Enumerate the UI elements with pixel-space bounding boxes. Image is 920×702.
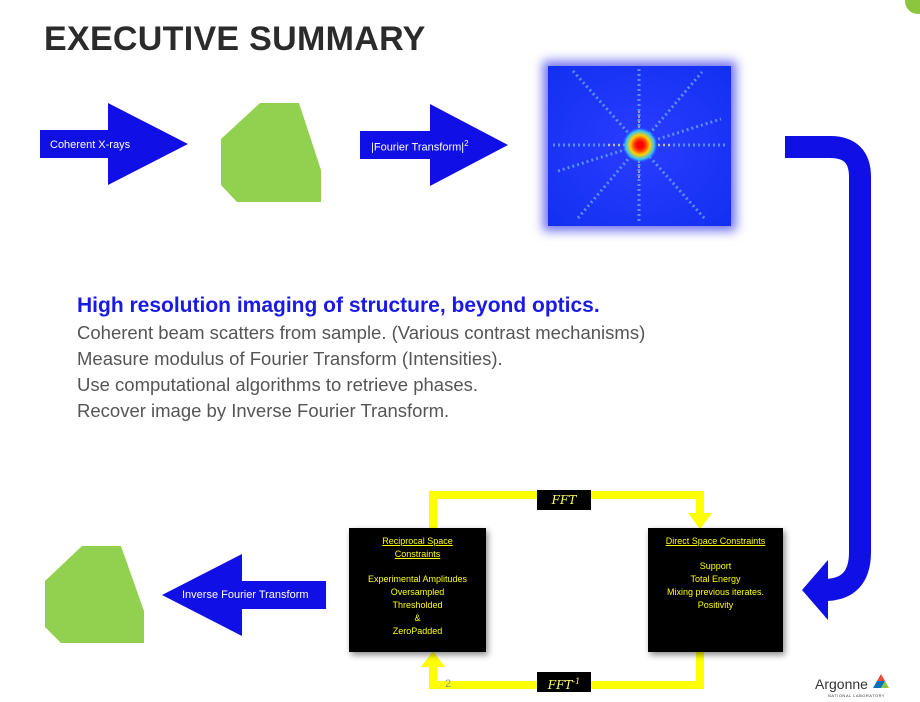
fourier-transform-arrow (360, 104, 508, 186)
page-number: 2 (445, 678, 452, 690)
inverse-fourier-arrow (162, 554, 326, 636)
argonne-logo-icon (873, 674, 889, 688)
corner-decoration (905, 0, 920, 14)
direct-item: Mixing previous iterates. (666, 587, 765, 597)
reciprocal-item: Experimental Amplitudes (367, 574, 468, 584)
diffraction-pattern-image (548, 66, 731, 226)
sample-shape-top (221, 103, 321, 202)
direct-space-box: Direct Space Constraints Support Total E… (648, 528, 783, 652)
inverse-fft-label: FFT-1 (537, 672, 591, 692)
coherent-xrays-label: Coherent X-rays (50, 139, 131, 151)
summary-line: Measure modulus of Fourier Transform (In… (77, 348, 503, 369)
direct-heading: Direct Space Constraints (665, 536, 766, 546)
summary-text: High resolution imaging of structure, be… (77, 292, 797, 424)
summary-line: Coherent beam scatters from sample. (Var… (77, 322, 646, 343)
inverse-fourier-label: Inverse Fourier Transform (182, 589, 309, 601)
reciprocal-item: & (414, 613, 421, 623)
direct-item: Total Energy (690, 574, 741, 584)
direct-item: Positivity (697, 600, 734, 610)
reciprocal-item: Thresholded (392, 600, 443, 610)
reciprocal-item: Oversampled (390, 587, 445, 597)
summary-line: Recover image by Inverse Fourier Transfo… (77, 400, 450, 421)
coherent-xrays-arrow (40, 103, 188, 185)
reciprocal-space-box: Reciprocal Space Constraints Experimenta… (349, 528, 486, 652)
reciprocal-heading: Constraints (394, 549, 441, 559)
argonne-logo-subtext: NATIONAL LABORATORY (828, 693, 886, 698)
return-arrow (785, 136, 871, 620)
argonne-logo-text: Argonne (815, 676, 868, 692)
fourier-transform-label: |Fourier Transform|2 (371, 139, 469, 154)
reconstructed-shape (45, 546, 144, 643)
reciprocal-item: ZeroPadded (392, 626, 443, 636)
slide-title: EXECUTIVE SUMMARY (44, 20, 426, 58)
reciprocal-heading: Reciprocal Space (382, 536, 453, 546)
direct-item: Support (699, 561, 732, 571)
fft-label: FFT (537, 490, 591, 510)
summary-headline: High resolution imaging of structure, be… (77, 294, 600, 317)
summary-line: Use computational algorithms to retrieve… (77, 374, 479, 395)
